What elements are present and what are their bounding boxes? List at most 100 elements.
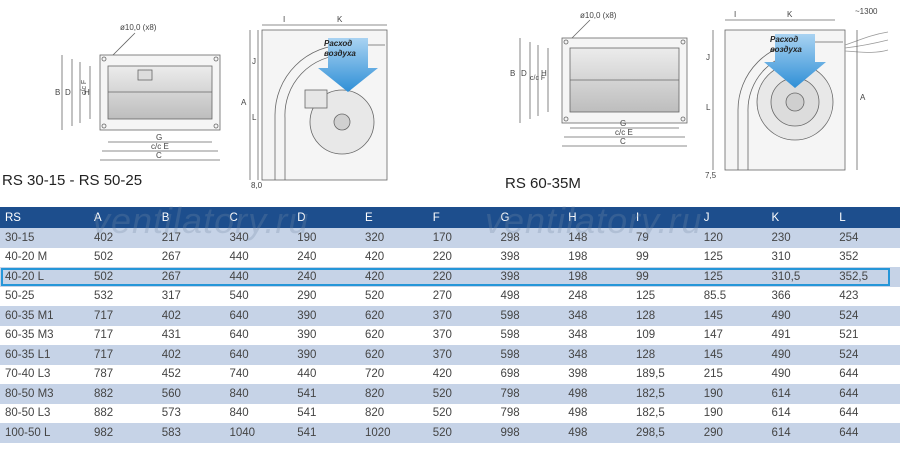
table-cell: 80-50 L3 — [0, 403, 89, 423]
table-cell: 298 — [495, 228, 564, 248]
dim-c-right: C — [620, 137, 626, 146]
table-cell: 170 — [427, 228, 496, 248]
table-cell: 40-20 L — [0, 267, 89, 287]
table-cell: 215 — [698, 364, 767, 384]
table-cell: 402 — [88, 228, 157, 248]
table-cell: 198 — [563, 247, 631, 267]
table-cell: 698 — [495, 364, 564, 384]
table-cell: 644 — [834, 403, 900, 423]
table-cell: 298,5 — [630, 423, 699, 443]
right-airflow-2: воздуха — [770, 45, 802, 54]
table-cell: 125 — [698, 267, 767, 287]
table-cell: 128 — [630, 306, 699, 326]
table-cell: 620 — [359, 306, 428, 326]
table-cell: 352,5 — [834, 267, 900, 287]
table-cell: 598 — [495, 306, 564, 326]
column-header: B — [156, 207, 225, 228]
table-cell: 189,5 — [630, 364, 699, 384]
table-cell: 720 — [359, 364, 428, 384]
dim-a-right: A — [860, 93, 866, 102]
table-cell: 640 — [224, 306, 293, 326]
table-cell: 521 — [834, 325, 900, 345]
table-cell: 99 — [630, 247, 699, 267]
table-cell: 420 — [427, 364, 496, 384]
dim-cf: c/c F — [81, 80, 88, 95]
table-cell: 524 — [834, 306, 900, 326]
column-header: RS — [0, 207, 89, 228]
table-cell: 267 — [156, 247, 225, 267]
table-cell: 644 — [834, 423, 900, 443]
table-cell: 440 — [292, 364, 360, 384]
table-cell: 882 — [88, 384, 157, 404]
table-cell: 198 — [563, 267, 631, 287]
table-cell: 490 — [766, 345, 835, 365]
column-header: C — [224, 207, 293, 228]
table-cell: 490 — [766, 306, 835, 326]
right-airflow-1: Расход — [770, 35, 798, 44]
table-cell: 717 — [88, 306, 157, 326]
table-cell: 60-35 M1 — [0, 306, 89, 326]
table-cell: 217 — [156, 228, 225, 248]
table-cell: 182,5 — [630, 384, 699, 404]
table-cell: 560 — [156, 384, 225, 404]
dim-b-right: B — [510, 69, 515, 78]
table-cell: 79 — [630, 228, 699, 248]
left-side-view: Расход воздуха I K J A L 8,0 — [241, 15, 388, 190]
table-cell: 820 — [359, 384, 428, 404]
table-cell: 190 — [698, 403, 767, 423]
table-cell: 540 — [224, 286, 293, 306]
table-cell: 310,5 — [766, 267, 835, 287]
table-cell: 520 — [359, 286, 428, 306]
table-cell: 128 — [630, 345, 699, 365]
column-header: J — [698, 207, 767, 228]
table-cell: 70-40 L3 — [0, 364, 89, 384]
table-cell: 620 — [359, 325, 428, 345]
table-cell: 120 — [698, 228, 767, 248]
table-cell: 614 — [766, 403, 835, 423]
table-cell: 798 — [495, 384, 564, 404]
table-cell: 190 — [292, 228, 360, 248]
table-cell: 882 — [88, 403, 157, 423]
dim-b: B — [55, 88, 60, 97]
table-cell: 498 — [563, 403, 631, 423]
table-cell: 398 — [563, 364, 631, 384]
table-cell: 787 — [88, 364, 157, 384]
table-cell: 402 — [156, 345, 225, 365]
table-cell: 490 — [766, 364, 835, 384]
dim-g: G — [156, 133, 162, 142]
table-cell: 352 — [834, 247, 900, 267]
table-cell: 402 — [156, 306, 225, 326]
table-cell: 440 — [224, 247, 293, 267]
table-cell: 520 — [427, 403, 496, 423]
table-cell: 340 — [224, 228, 293, 248]
dim-l-right: L — [706, 103, 711, 112]
table-cell: 982 — [88, 423, 157, 443]
dim-cable-right: ~1300 — [855, 7, 878, 16]
column-header: H — [563, 207, 631, 228]
dim-ce: c/c E — [151, 142, 169, 151]
table-cell: 420 — [359, 267, 428, 287]
right-hole-label: ø10,0 (x8) — [580, 11, 617, 20]
table-cell: 317 — [156, 286, 225, 306]
table-cell: 230 — [766, 228, 835, 248]
left-hole-label: ø10,0 (x8) — [120, 23, 157, 32]
table-cell: 390 — [292, 306, 360, 326]
table-cell: 614 — [766, 384, 835, 404]
dim-h: H — [84, 88, 90, 97]
dim-flange-right: 7,5 — [705, 171, 717, 180]
table-cell: 644 — [834, 384, 900, 404]
table-cell: 532 — [88, 286, 157, 306]
table-cell: 145 — [698, 345, 767, 365]
table-cell: 598 — [495, 345, 564, 365]
table-cell: 840 — [224, 403, 293, 423]
table-cell: 145 — [698, 306, 767, 326]
table-cell: 541 — [292, 403, 360, 423]
table-cell: 452 — [156, 364, 225, 384]
table-cell: 60-35 L1 — [0, 345, 89, 365]
table-cell: 370 — [427, 325, 496, 345]
table-cell: 30-15 — [0, 228, 89, 248]
